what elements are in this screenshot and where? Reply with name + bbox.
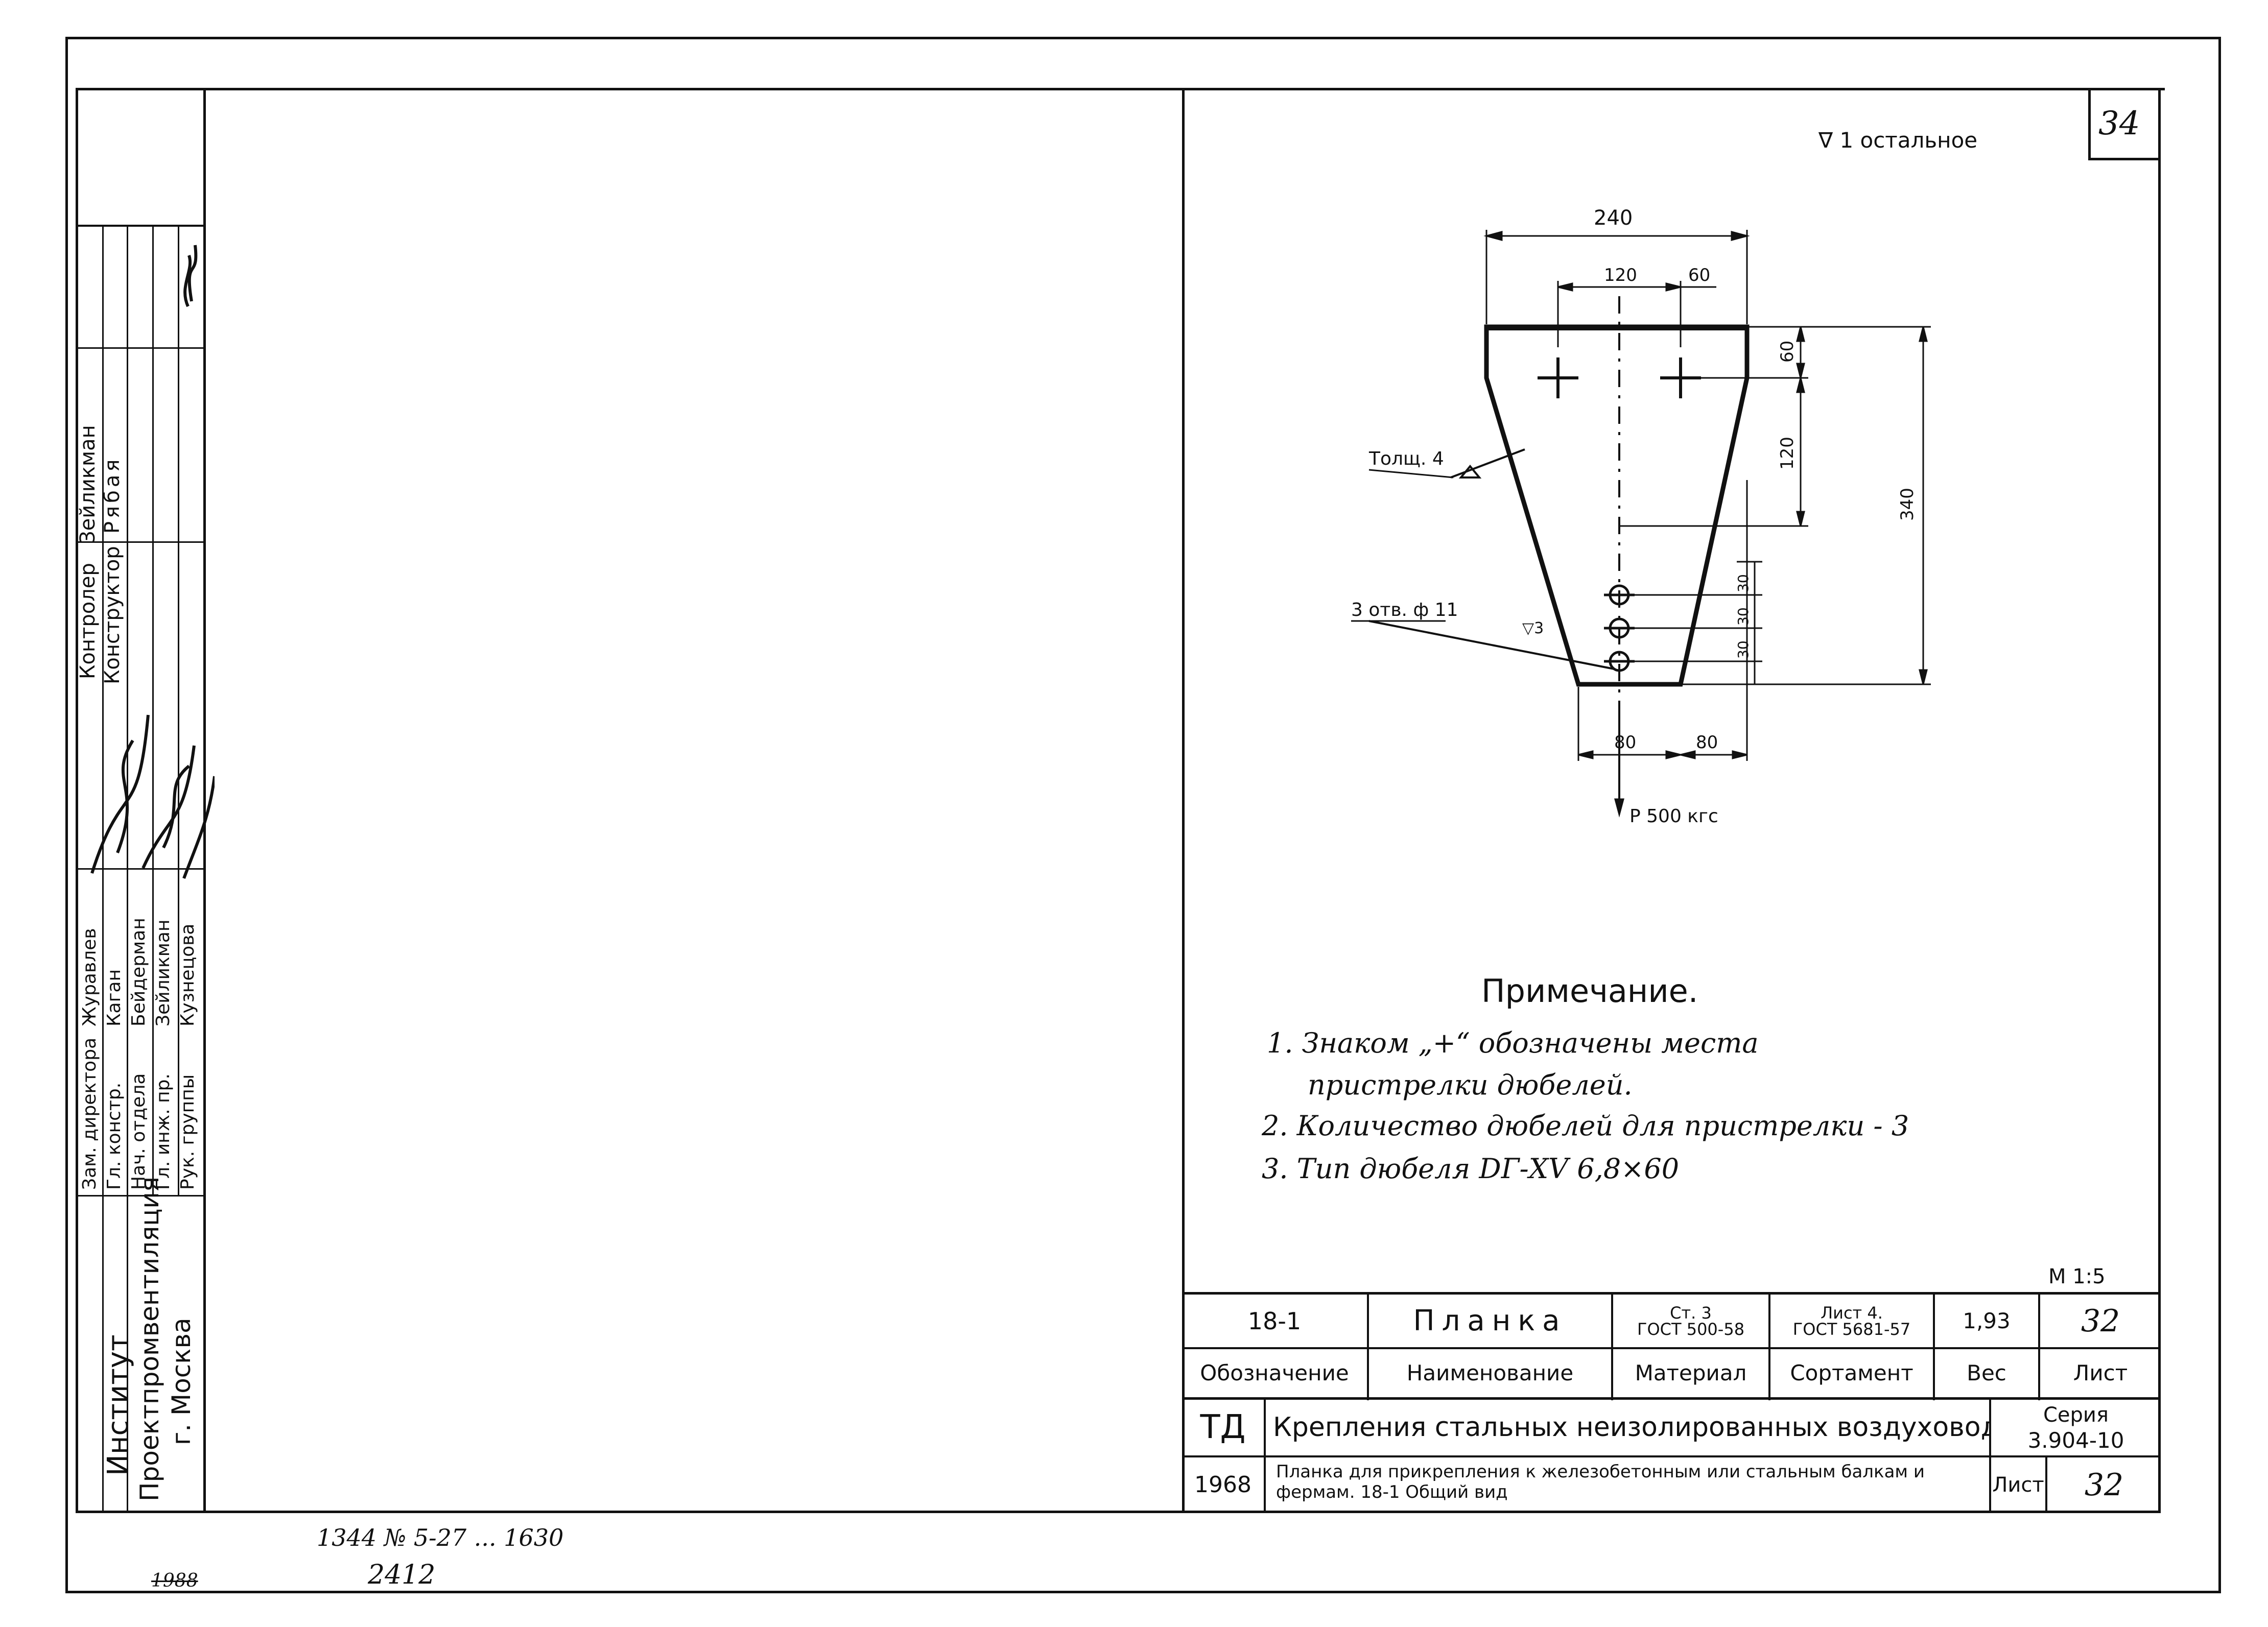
dim-bottom-b: 80 — [1696, 732, 1718, 753]
stamp-name-4: Кузнецова — [177, 923, 198, 1027]
note-item-1-cont: пристрелки дюбелей. — [1308, 1069, 1633, 1101]
note-item-1: 1. Знаком „+“ обозначены места — [1267, 1027, 1759, 1059]
scale: М 1:5 — [2048, 1265, 2106, 1288]
dim-right-120: 120 — [1777, 437, 1798, 470]
dim-total-height: 340 — [1897, 488, 1918, 521]
spec-name-value: Планка — [1413, 1304, 1567, 1337]
label-weld: ▽3 — [1522, 619, 1544, 637]
spec-sheet-header: Лист — [2073, 1360, 2128, 1385]
sheet-outer-border — [65, 37, 2221, 1593]
dim-bottom-a: 80 — [1614, 732, 1636, 753]
stamp-role-2: Нач. отдела — [128, 1073, 149, 1190]
stamp-name-0: Журавлев — [79, 928, 100, 1026]
spec-designation-value: 18-1 — [1247, 1307, 1302, 1335]
stamp-name-1: Каган — [104, 969, 125, 1026]
stamp-signatures — [90, 245, 215, 879]
inventory-number: 2412 — [368, 1560, 436, 1590]
title-year: 1968 — [1194, 1472, 1251, 1498]
spec-sheet-value: 32 — [2081, 1303, 2120, 1339]
stamp-column-border — [203, 88, 206, 1513]
dim-spacing-a: 120 — [1604, 265, 1637, 285]
surface-note: ∇ 1 остальное — [1818, 128, 1978, 153]
stamp-name-3: Зейликман — [153, 919, 174, 1026]
title-code: ТД — [1200, 1408, 1246, 1446]
label-thickness: Толщ. 4 — [1368, 448, 1444, 469]
dim-hole-pitch-1: 30 — [1735, 574, 1752, 592]
corner-number-box — [2088, 88, 2161, 160]
inventory-note: 1344 № 5-27 ... 1630 — [317, 1524, 564, 1551]
spec-material-header: Материал — [1635, 1360, 1747, 1385]
dim-hole-pitch-2: 30 — [1735, 607, 1752, 626]
dim-hole-pitch-3: 30 — [1735, 640, 1752, 659]
title-sheet-value: 32 — [2084, 1467, 2124, 1503]
series-label: Серия — [2043, 1403, 2109, 1427]
stamp-institute: Институт — [102, 1334, 135, 1476]
note-item-2: 2. Количество дюбелей для пристрелки - 3 — [1262, 1110, 1909, 1142]
note-item-3: 3. Тип дюбеля DГ-XV 6,8×60 — [1262, 1153, 1680, 1185]
title-subtitle: Планка для прикрепления к железобетонным… — [1276, 1462, 1925, 1502]
frame-bottom-line — [76, 1511, 2161, 1513]
dim-right-60: 60 — [1777, 341, 1798, 363]
dowel-mark-left — [1538, 357, 1578, 398]
spec-weight-value: 1,93 — [1963, 1308, 2011, 1333]
side-stamp — [76, 225, 205, 1512]
stamp-institute-name: Проектпромвентиляция — [135, 1177, 164, 1501]
spec-name-header: Наименование — [1406, 1360, 1574, 1385]
spec-table: 18-1 Планка Ст. 3 ГОСТ 500-58 Лист 4. ГО… — [1182, 1292, 2161, 1400]
stamp-institute-city: г. Москва — [167, 1318, 196, 1445]
crossed-number: 1988 — [151, 1570, 198, 1591]
title-main: Крепления стальных неизолированных возду… — [1273, 1412, 1989, 1443]
title-sheet-label: Лист — [1992, 1473, 2044, 1497]
series-value: 3.904-10 — [2027, 1428, 2124, 1453]
spec-material-value: Ст. 3 ГОСТ 500-58 — [1637, 1303, 1745, 1339]
notes-heading: Примечание. — [1481, 972, 1698, 1010]
label-load: Р 500 кгс — [1629, 806, 1718, 827]
spec-assortment-header: Сортамент — [1790, 1360, 1913, 1385]
dim-spacing-b: 60 — [1688, 265, 1710, 285]
frame-left-line — [76, 88, 78, 1513]
frame-top-line — [76, 88, 2165, 90]
dim-top-width: 240 — [1594, 206, 1633, 230]
spec-weight-header: Вес — [1967, 1360, 2006, 1385]
stamp-name-2: Бейдерман — [128, 918, 149, 1026]
stamp-role-0: Зам. директора — [79, 1037, 100, 1190]
label-holes: 3 отв. ф 11 — [1351, 600, 1458, 620]
part-drawing: 240 120 60 80 80 60 120 340 30 30 30 Тол… — [1351, 206, 1931, 827]
spec-designation-header: Обозначение — [1200, 1360, 1349, 1385]
stamp-role-1: Гл. констр. — [104, 1082, 125, 1190]
frame-right-line — [2158, 88, 2161, 1513]
stamp-role-4: Рук. группы — [177, 1074, 198, 1190]
stamp-role-3: Гл. инж. пр. — [153, 1073, 174, 1190]
corner-number: 34 — [2098, 105, 2140, 142]
drawing-area-border — [1182, 88, 1185, 1513]
spec-assortment-value: Лист 4. ГОСТ 5681-57 — [1792, 1303, 1911, 1339]
title-block: ТД 1968 Крепления стальных неизолированн… — [1182, 1399, 2161, 1513]
